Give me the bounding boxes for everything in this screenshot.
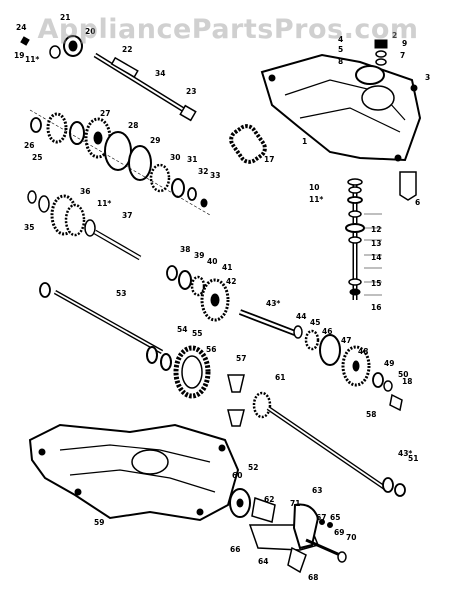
callout-label: 52 <box>248 463 258 472</box>
callout-label: 69 <box>334 528 344 537</box>
callout-label: 55 <box>192 329 202 338</box>
callout-label: 30 <box>170 153 180 162</box>
callout-label: 12 <box>371 225 381 234</box>
callout-label: 20 <box>85 27 95 36</box>
callout-label: 63 <box>312 486 322 495</box>
callout-label: 29 <box>150 136 160 145</box>
callout-label: 57 <box>236 354 246 363</box>
callout-label: 68 <box>308 573 318 582</box>
drive-chain <box>229 124 267 164</box>
left-gear-cluster <box>27 190 142 261</box>
callout-label: 50 <box>398 370 408 379</box>
upper-shaft-assembly <box>20 35 197 122</box>
callout-label: 35 <box>24 223 34 232</box>
callout-label: 42 <box>226 277 236 286</box>
ring-gear-assembly <box>146 345 406 497</box>
callout-label: 3 <box>425 73 430 82</box>
callout-label: 6 <box>415 198 420 207</box>
callout-label: 16 <box>371 303 381 312</box>
callout-label: 59 <box>94 518 104 527</box>
callout-label: 9 <box>402 39 407 48</box>
callout-label: 33 <box>210 171 220 180</box>
callout-label: 26 <box>24 141 34 150</box>
callout-label: 34 <box>155 69 165 78</box>
callout-labels: 1 2 3 4 5 6 7 8 9 10 11* 11* 11* 12 13 1… <box>14 13 430 582</box>
callout-label: 40 <box>207 257 217 266</box>
callout-label: 7 <box>400 51 405 60</box>
callout-label: 66 <box>230 545 240 554</box>
upper-gear-stack <box>29 109 211 216</box>
callout-label: 2 <box>392 31 397 40</box>
callout-label: 65 <box>330 513 340 522</box>
callout-label: 46 <box>322 327 332 336</box>
callout-label: 56 <box>206 345 216 354</box>
brake-assembly <box>229 488 347 574</box>
callout-label: 51 <box>408 454 418 463</box>
long-shaft <box>39 282 164 354</box>
callout-label: 19 <box>14 51 24 60</box>
callout-label: 31 <box>187 155 197 164</box>
callout-label: 28 <box>128 121 138 130</box>
callout-label: 53 <box>116 289 126 298</box>
callout-label: 44 <box>296 312 306 321</box>
callout-label: 32 <box>198 167 208 176</box>
callout-label: 13 <box>371 239 381 248</box>
callout-label: 15 <box>371 279 381 288</box>
callout-label: 24 <box>16 23 26 32</box>
callout-label: 71 <box>290 499 300 508</box>
lower-case-housing <box>28 423 240 522</box>
callout-label: 14 <box>371 253 381 262</box>
callout-label: 11* <box>25 55 39 64</box>
callout-label: 43* <box>398 449 412 458</box>
callout-label: 18 <box>402 377 412 386</box>
callout-label: 8 <box>338 57 343 66</box>
callout-label: 5 <box>338 45 343 54</box>
callout-label: 43* <box>266 299 280 308</box>
callout-label: 22 <box>122 45 132 54</box>
callout-label: 41 <box>222 263 232 272</box>
callout-label: 60 <box>232 471 242 480</box>
callout-label: 11* <box>97 199 111 208</box>
middle-gear-row <box>166 265 403 412</box>
callout-label: 1 <box>302 137 307 146</box>
callout-label: 11* <box>309 195 323 204</box>
callout-label: 64 <box>258 557 268 566</box>
upper-housing <box>260 39 422 201</box>
callout-label: 61 <box>275 373 285 382</box>
vertical-shaft-stack <box>345 178 382 300</box>
callout-label: 67 <box>316 513 326 522</box>
callout-label: 27 <box>100 109 110 118</box>
callout-label: 49 <box>384 359 394 368</box>
callout-label: 62 <box>264 495 274 504</box>
callout-label: 39 <box>194 251 204 260</box>
callout-label: 21 <box>60 13 70 22</box>
callout-label: 17 <box>264 155 274 164</box>
callout-label: 4 <box>338 35 343 44</box>
callout-label: 47 <box>341 336 351 345</box>
callout-label: 37 <box>122 211 132 220</box>
callout-label: 70 <box>346 533 356 542</box>
callout-label: 25 <box>32 153 42 162</box>
callout-label: 58 <box>366 410 376 419</box>
callout-label: 10 <box>309 183 319 192</box>
watermark-text: AppliancePartsPros.com <box>37 14 419 45</box>
callout-label: 54 <box>177 325 187 334</box>
callout-label: 23 <box>186 87 196 96</box>
callout-label: 45 <box>310 318 320 327</box>
callout-label: 48 <box>358 347 368 356</box>
callout-label: 38 <box>180 245 190 254</box>
callout-label: 36 <box>80 187 90 196</box>
